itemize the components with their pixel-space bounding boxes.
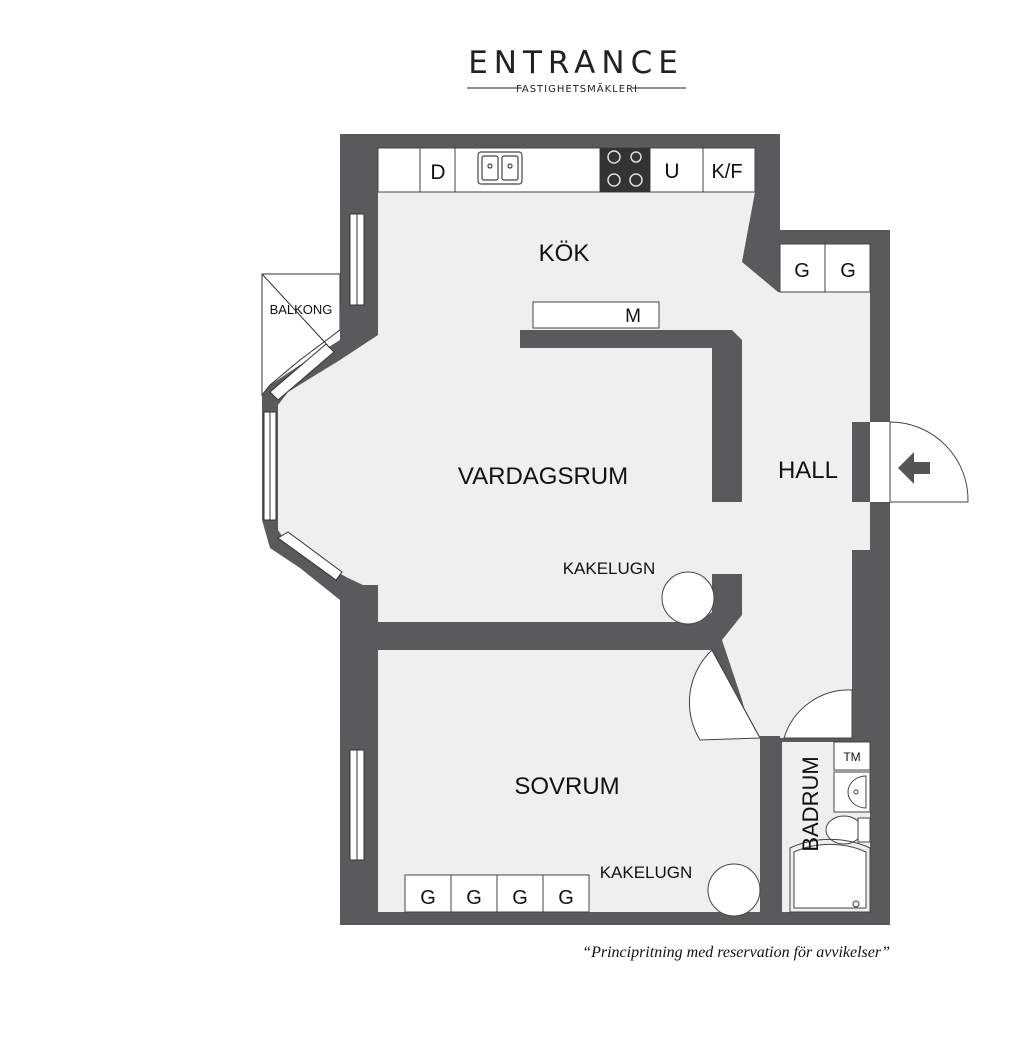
- left-wall-lower: [340, 585, 378, 750]
- balcony-outline: [261, 273, 341, 397]
- sink-icon: [477, 151, 523, 185]
- hall-wardrobes: G G: [779, 243, 871, 293]
- left-wall-upper: [340, 134, 378, 214]
- stove-label-living: KAKELUGN: [563, 559, 656, 578]
- balcony-door: [269, 343, 335, 401]
- bedroom-wardrobe-4: G: [558, 887, 574, 909]
- kitchen-living-wall: [520, 330, 742, 502]
- bedroom-wardrobe-1: G: [420, 887, 436, 909]
- brand-tagline: FASTIGHETSMÄKLERI: [516, 82, 638, 95]
- bathroom-door-swing: [783, 689, 853, 739]
- fridge-freezer-label: K/F: [711, 161, 742, 183]
- kitchen-counter: D U K/F: [377, 147, 756, 193]
- inner-walls: [340, 134, 870, 925]
- hall-wardrobe-2: G: [840, 260, 856, 282]
- stove-label-bedroom: KAKELUGN: [600, 863, 693, 882]
- bath-hall-wall: [852, 550, 870, 740]
- entrance-door: [870, 421, 969, 503]
- shower-icon: [789, 838, 871, 913]
- living-bedroom-wall: [378, 574, 742, 650]
- room-label-living: VARDAGSRUM: [458, 463, 628, 490]
- toilet-icon: [825, 815, 871, 845]
- counter-top: [377, 147, 756, 193]
- arrow-left-icon: [898, 452, 930, 484]
- microwave-box: [532, 301, 660, 329]
- bathroom-fixtures: TM: [789, 741, 871, 913]
- bedroom-bath-wall: [760, 736, 780, 914]
- tile-stove-bedroom: [707, 863, 761, 917]
- bedroom-wardrobes: G G G G: [404, 874, 590, 913]
- oven-label: U: [664, 160, 679, 183]
- room-label-bedroom: SOVRUM: [514, 773, 619, 800]
- room-label-bathroom: BADRUM: [798, 756, 823, 851]
- brand-name: ENTRANCE: [468, 45, 684, 81]
- tile-stove-living: [661, 571, 715, 625]
- microwave-label: M: [625, 306, 641, 327]
- washing-machine-box: [833, 741, 871, 771]
- bedroom-wardrobe-3: G: [512, 887, 528, 909]
- left-wall-mid: [340, 305, 378, 335]
- brand-logo: ENTRANCE FASTIGHETSMÄKLERI: [467, 45, 686, 95]
- room-label-balcony: BALKONG: [270, 302, 333, 317]
- disclaimer-note: “Principritning med reservation för avvi…: [582, 944, 890, 961]
- hall-wardrobe-1: G: [794, 260, 810, 282]
- bedroom-floor: [378, 650, 760, 912]
- room-label-kitchen: KÖK: [539, 240, 590, 267]
- kitchen-corner-wall: [742, 192, 780, 262]
- dishwasher-label: D: [430, 161, 445, 184]
- windows: [261, 213, 365, 861]
- interior-doors: [688, 649, 853, 741]
- microwave-shelf: M: [532, 301, 660, 329]
- left-wall-bottom: [340, 860, 378, 925]
- room-labels: KÖK VARDAGSRUM HALL SOVRUM BADRUM BALKON…: [270, 240, 838, 882]
- bedroom-wardrobe-2: G: [466, 887, 482, 909]
- washbasin-icon: [833, 771, 871, 813]
- room-label-hall: HALL: [778, 457, 838, 484]
- stove-icon: [600, 148, 650, 192]
- washing-machine-label: TM: [843, 750, 860, 764]
- bay-window-lower: [277, 531, 343, 581]
- bedroom-door-swing: [688, 649, 761, 741]
